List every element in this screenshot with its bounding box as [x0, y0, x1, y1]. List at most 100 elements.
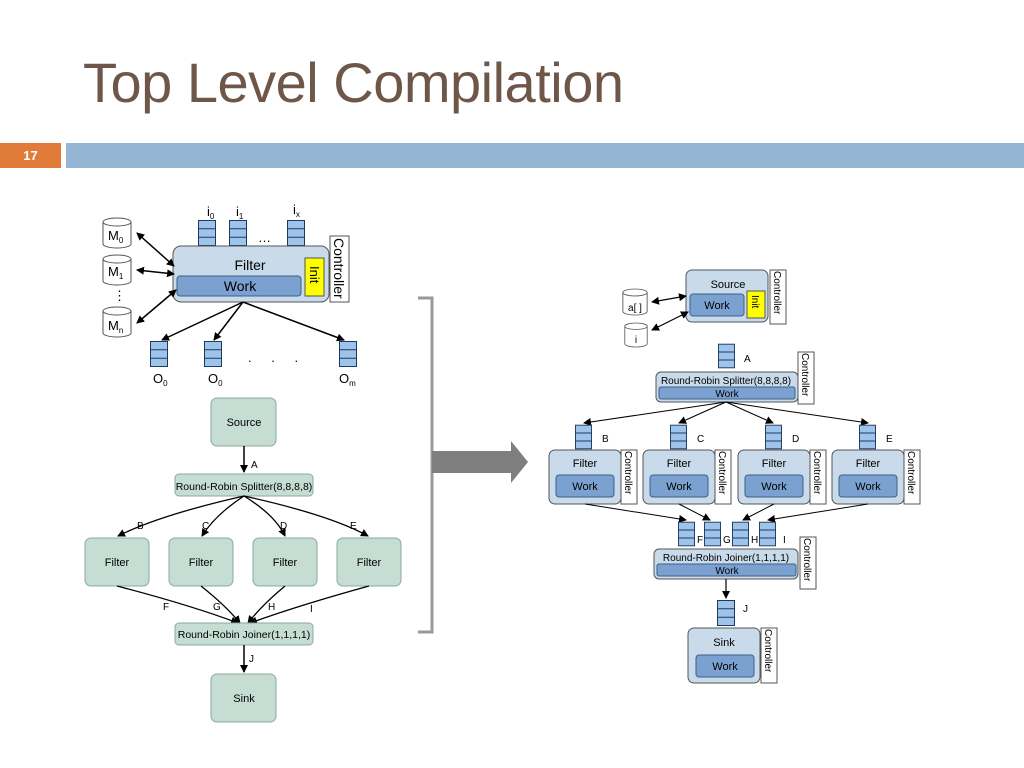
work-label: Work: [704, 300, 730, 312]
queue-g: [704, 521, 721, 547]
sink-label: Sink: [233, 693, 255, 705]
queue-a: [718, 343, 735, 369]
edge-g: [678, 503, 711, 521]
stream-graph: Source A Round-Robin Splitter(8,8,8,8) B…: [84, 397, 402, 723]
compiled-filter-label: Filter: [667, 458, 692, 470]
input-queue: [197, 220, 217, 246]
queue-h: [732, 521, 749, 547]
compiled-controller-box: [769, 269, 787, 325]
compiled-filter: Filter Work Controller: [548, 449, 638, 505]
compiled-filter-work: [838, 474, 898, 498]
memory-arrow: [651, 293, 687, 305]
queue-d: [765, 424, 782, 450]
memory-arrow: [136, 289, 177, 324]
queue-label-e: E: [886, 434, 893, 445]
compiled-splitter-work: [658, 386, 796, 400]
controller-box: [329, 235, 350, 303]
compiled-init-box: [746, 290, 766, 319]
edge-label-d: D: [280, 521, 287, 532]
transform-arrow: [432, 441, 528, 483]
edge-label-e: E: [350, 521, 357, 532]
edge-c: [678, 401, 727, 424]
input-ellipsis: …: [258, 230, 271, 245]
edge-label-h: H: [268, 602, 275, 613]
controller-label: Controller: [811, 451, 822, 495]
edge-label-i: I: [310, 604, 313, 615]
compiled-source-work: [689, 293, 745, 317]
edge-label-a: A: [251, 460, 258, 471]
compiled-filter: Filter Work Controller: [737, 449, 827, 505]
queue-label-g: G: [723, 535, 731, 546]
edge-d: [243, 495, 286, 537]
output-queue: [338, 341, 358, 367]
queue-label-j: J: [743, 604, 748, 615]
input-queue: [228, 220, 248, 246]
compiled-sink-work: [695, 654, 755, 678]
edge-i: [249, 585, 370, 625]
edge-e: [725, 401, 869, 426]
compiled-controller-box: [620, 449, 638, 505]
compiled-filter-work: [649, 474, 709, 498]
memory-label-m0: M0: [108, 228, 124, 245]
queue-i: [759, 521, 776, 547]
compiled-source-label: Source: [711, 279, 746, 291]
edge-e: [243, 495, 369, 537]
edge-label-g: G: [213, 602, 221, 613]
source-label: Source: [227, 417, 262, 429]
compiled-filter-label: Filter: [856, 458, 881, 470]
output-queue: [149, 341, 169, 367]
memory-label-mn: Mn: [108, 318, 123, 335]
compiled-controller-box: [799, 536, 817, 590]
filter-node-label: Filter: [357, 557, 382, 569]
splitter-label: Round-Robin Splitter(8,8,8,8): [176, 481, 313, 493]
controller-label: Controller: [801, 538, 812, 582]
controller-label: Controller: [762, 629, 773, 673]
input-label-ix: ix: [293, 202, 300, 219]
work-box: [176, 275, 302, 297]
compiled-filter-work: [555, 474, 615, 498]
work-label: Work: [761, 481, 787, 493]
compiled-controller-box: [797, 351, 815, 405]
queue-c: [670, 424, 687, 450]
output-label-o0: O0: [153, 371, 168, 388]
compiled-filter-label: Filter: [762, 458, 787, 470]
edge-f: [584, 503, 687, 523]
page-number-badge: 17: [0, 143, 61, 168]
queue-label-f: F: [697, 535, 703, 546]
controller-label: Controller: [716, 451, 727, 495]
queue-e: [859, 424, 876, 450]
edge-g: [200, 585, 241, 624]
bracket: [418, 296, 434, 634]
compiled-filter-label: Filter: [573, 458, 598, 470]
controller-label: Controller: [771, 271, 782, 315]
input-label-i1: i1: [236, 204, 244, 221]
controller-label: Controller: [905, 451, 916, 495]
queue-label-d: D: [792, 434, 799, 445]
memory-arrow: [136, 266, 175, 278]
output-label-om: Om: [339, 371, 356, 388]
compiled-controller-box: [714, 449, 732, 505]
input-queue: [286, 220, 306, 246]
compiled-filter: Filter Work Controller: [831, 449, 921, 505]
queue-f: [678, 521, 695, 547]
memory-label-m1: M1: [108, 264, 124, 281]
output-ellipsis: . . .: [248, 350, 306, 365]
work-label: Work: [855, 481, 881, 493]
queue-label-c: C: [697, 434, 704, 445]
joiner-label: Round-Robin Joiner(1,1,1,1): [178, 629, 311, 641]
compiled-filter-work: [744, 474, 804, 498]
work-label: Work: [715, 389, 739, 400]
edge-i: [767, 503, 869, 523]
queue-label-i: I: [783, 535, 786, 546]
compiled-filter: Filter Work Controller: [642, 449, 732, 505]
filter-model: i0 i1 ix … Filter Work Init Controller M…: [102, 202, 358, 388]
controller-label: Controller: [622, 451, 633, 495]
output-arrow: [161, 301, 244, 341]
input-label-i0: i0: [207, 204, 215, 221]
work-label: Work: [224, 278, 257, 294]
queue-label-b: B: [602, 434, 609, 445]
init-label: Init: [307, 266, 322, 284]
queue-b: [575, 424, 592, 450]
compiled-graph: Source Work Init Controller a[ ] i A Rou…: [548, 269, 921, 684]
